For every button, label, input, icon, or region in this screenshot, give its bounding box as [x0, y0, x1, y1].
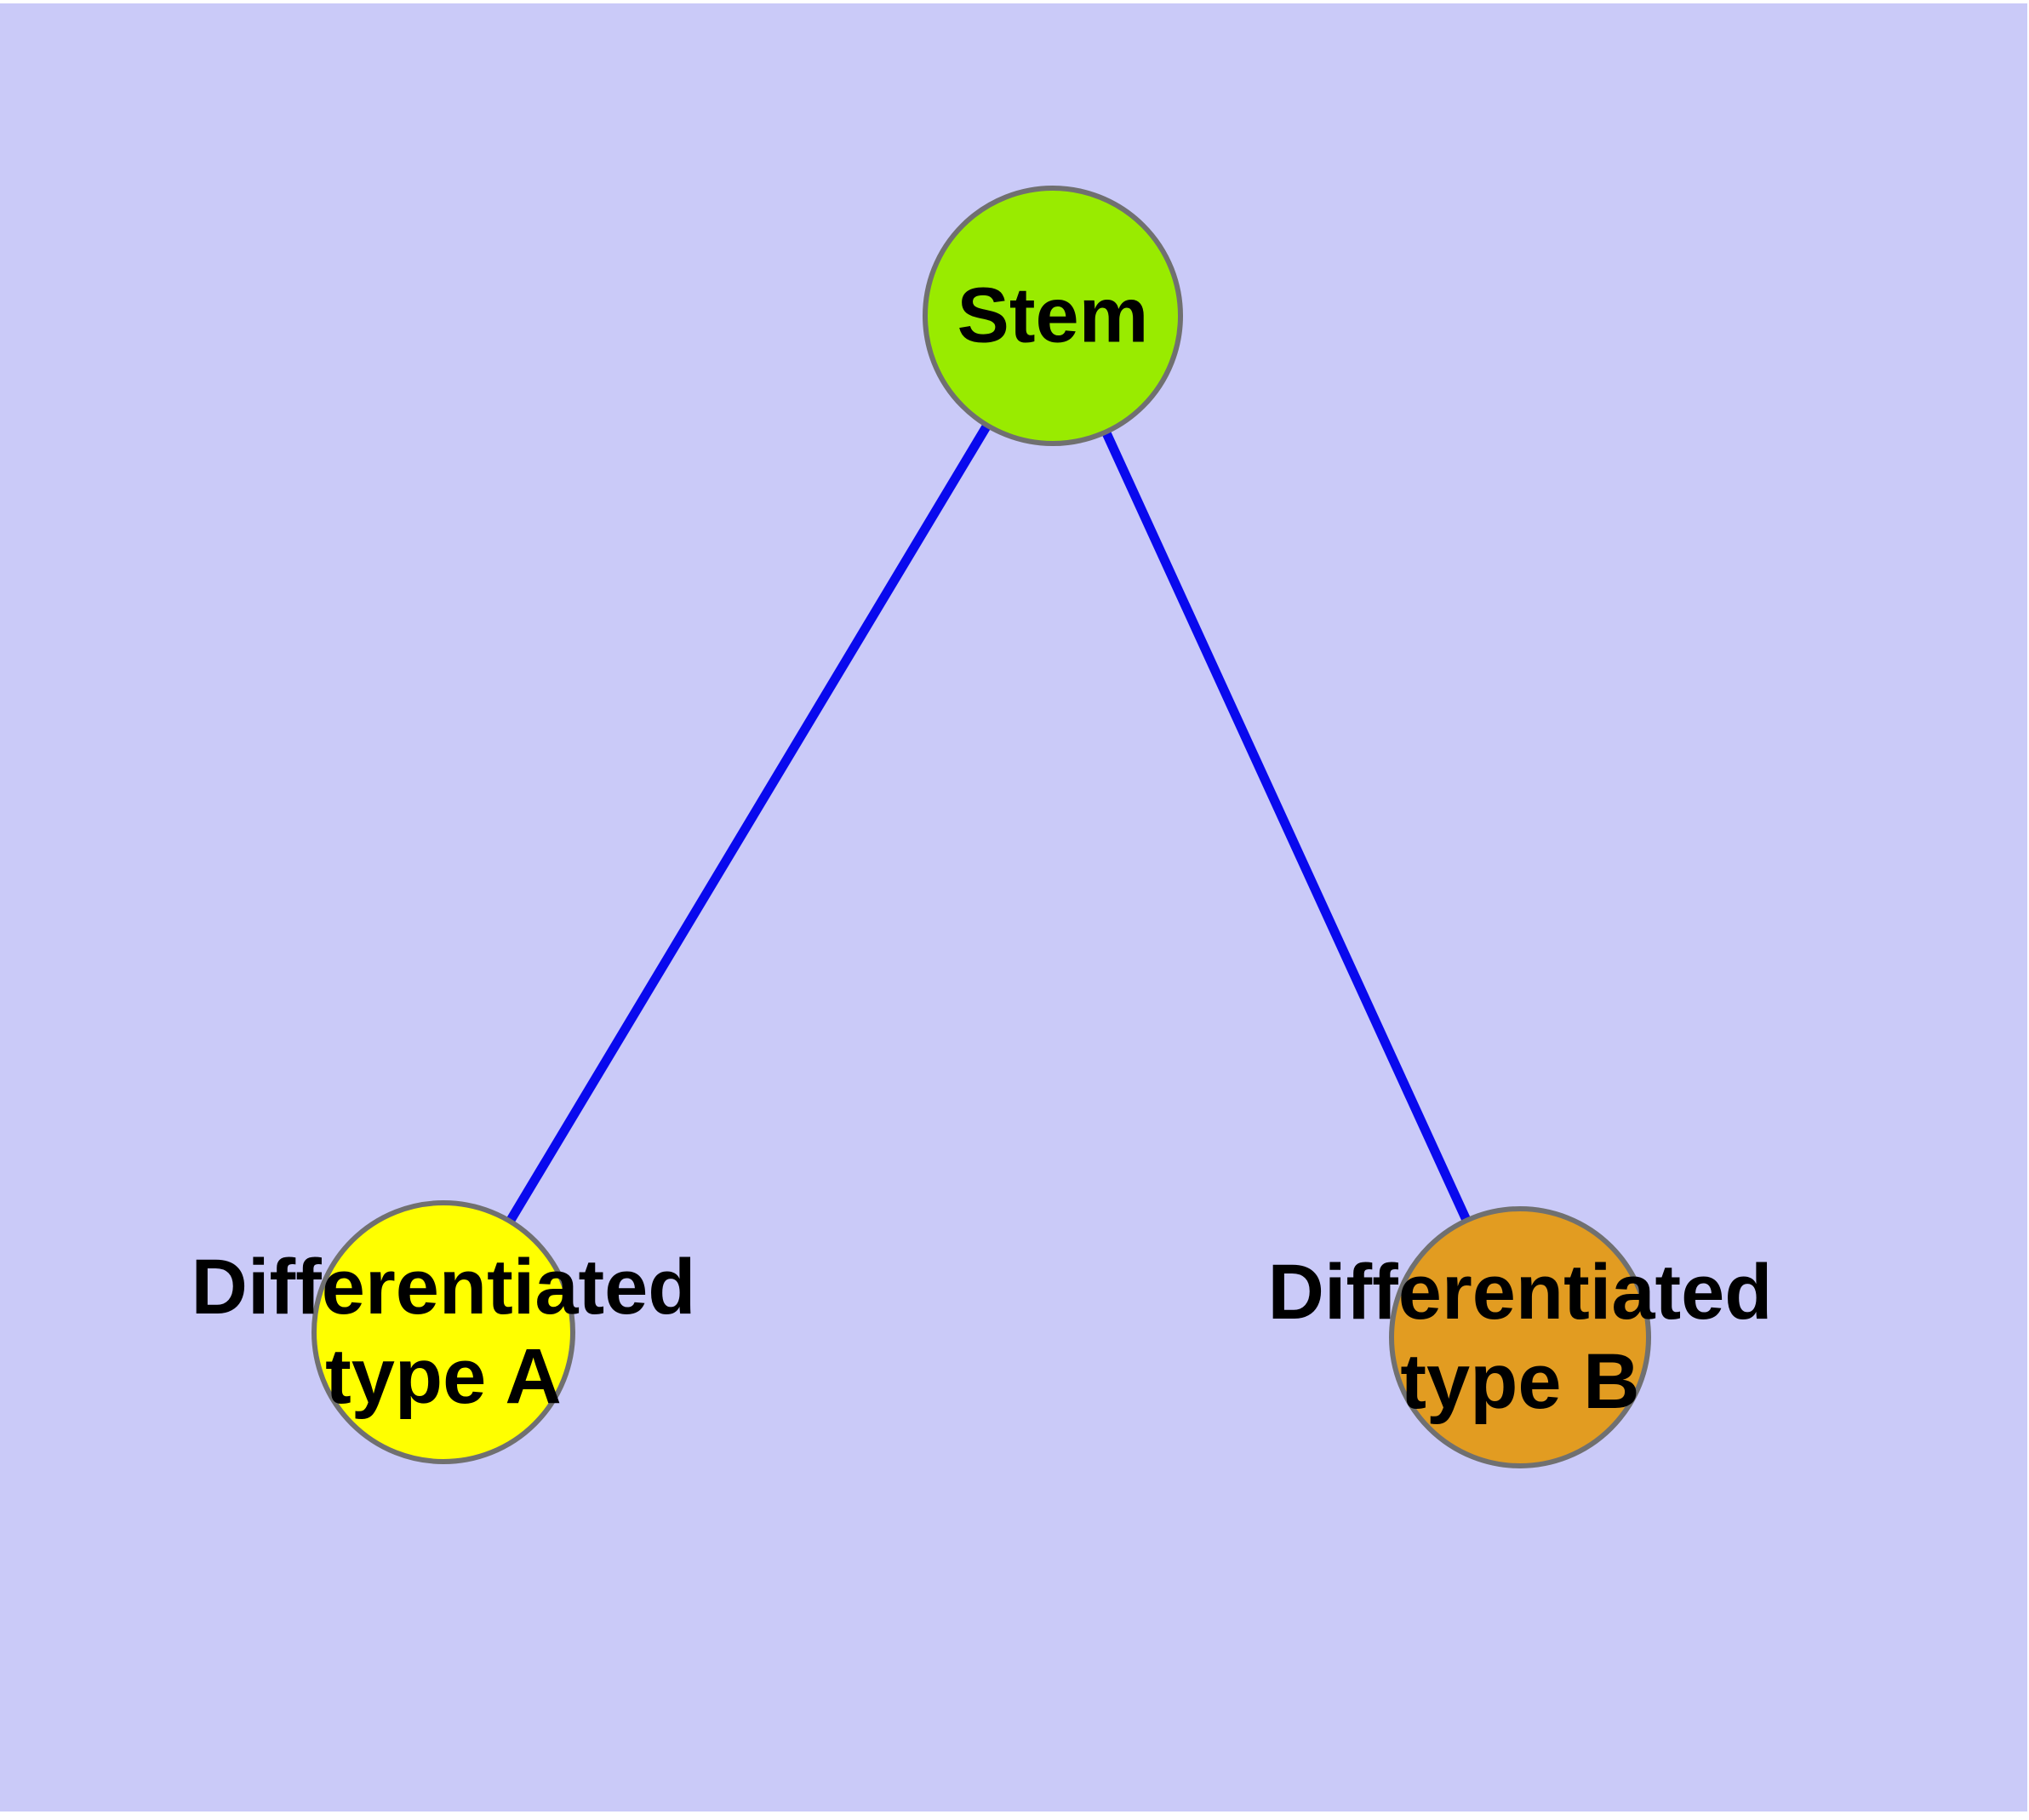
node-stem: [923, 186, 1183, 446]
node-differentiated-type-a-label: Differentiated type A: [191, 1243, 696, 1422]
node-stem-label: Stem: [957, 272, 1149, 361]
label-line: type B: [1400, 1338, 1640, 1425]
label-line: Differentiated: [191, 1244, 696, 1331]
edge-stem-to-differentiated-type-a: [439, 313, 1057, 1335]
node-differentiated-type-a: [311, 1200, 575, 1464]
node-differentiated-type-b-label: Differentiated type B: [1268, 1248, 1773, 1427]
label-line: type A: [325, 1333, 562, 1420]
edge-stem-to-differentiated-type-b: [1048, 313, 1525, 1340]
label-line: Differentiated: [1267, 1249, 1773, 1336]
node-differentiated-type-b: [1389, 1206, 1651, 1468]
label-line: Stem: [957, 272, 1149, 359]
